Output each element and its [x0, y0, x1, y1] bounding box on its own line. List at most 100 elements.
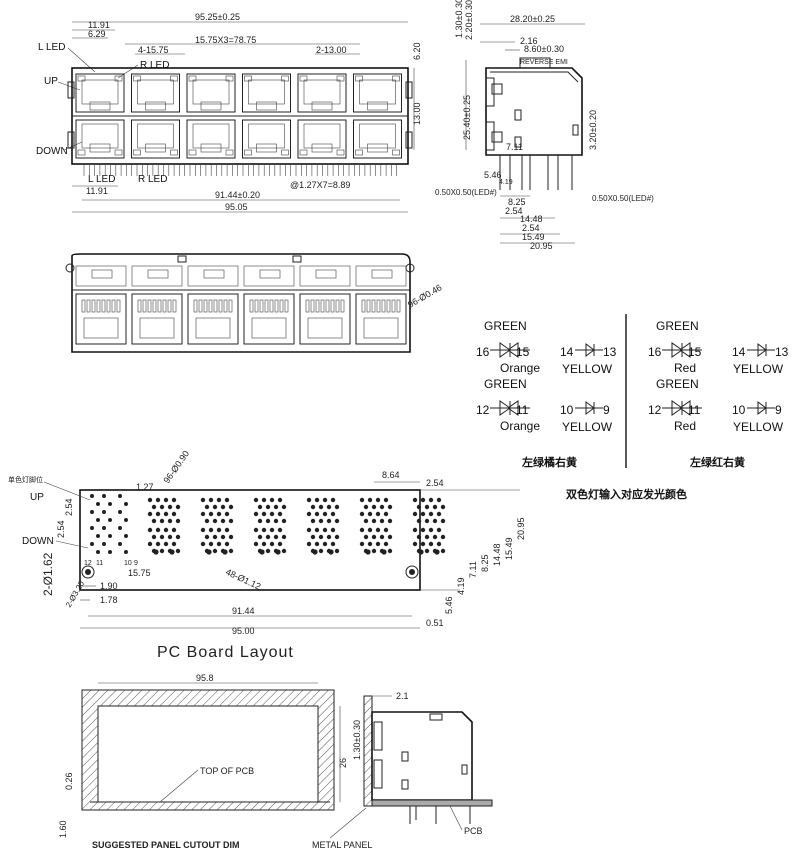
pcb-hole — [200, 497, 206, 503]
pcb-hole — [281, 518, 287, 524]
led-window — [355, 149, 363, 156]
dim-total-width: 95.25±0.25 — [195, 12, 240, 22]
dim-2-20: 2.20±0.30 — [464, 0, 474, 40]
pcb-hole — [420, 511, 426, 517]
pcb-hole — [371, 548, 377, 554]
side-pins — [499, 155, 573, 190]
back-module — [187, 293, 239, 345]
pcb-hole — [436, 497, 442, 503]
pcb-hole — [365, 549, 371, 555]
pcb-hole — [155, 511, 161, 517]
led-window — [170, 149, 178, 156]
pcb-hole — [151, 518, 157, 524]
pcb-hole — [175, 548, 181, 554]
pcb-hole — [216, 511, 222, 517]
led-left-pin14: 14 — [560, 345, 574, 359]
pcb-hole — [314, 511, 320, 517]
pcb-hole — [310, 534, 316, 540]
pcb-dim-15-49: 15.49 — [504, 537, 514, 560]
pcb-hole — [269, 527, 275, 533]
pcb-hole — [322, 541, 328, 547]
port-inner — [192, 79, 230, 105]
pcb-hole — [379, 534, 385, 540]
led-left-pin12: 12 — [476, 403, 490, 417]
pcb-hole — [306, 527, 312, 533]
pcb-hole — [418, 549, 424, 555]
led-window — [244, 149, 252, 156]
pcb-led-hole — [118, 510, 122, 514]
back-contact — [152, 299, 157, 313]
pcb-hole — [277, 497, 283, 503]
pcb-dim-2-54a: 2.54 — [64, 498, 74, 516]
pcb-hole — [440, 534, 446, 540]
pcb-dim-2-phi-3-20: 2-Ø3.20 — [64, 579, 87, 609]
back-contact — [213, 299, 218, 313]
rj45-port-down — [353, 119, 402, 159]
reverse-emi-label: REVERSE EMI — [520, 59, 568, 66]
pcb-hole — [428, 527, 434, 533]
panel-title: SUGGESTED PANEL CUTOUT DIM — [92, 840, 240, 850]
led-right-pin11: 11 — [688, 403, 701, 417]
dim-led-right: 0.50X0.50(LED#) — [592, 194, 654, 203]
pcb-hole — [261, 497, 267, 503]
back-module — [299, 293, 351, 345]
pcb-dim-5-46: 5.46 — [444, 596, 454, 614]
led-left-caption: 左绿橘右黄 — [521, 455, 577, 469]
pcb-led-hole — [90, 494, 94, 498]
pcb-hole — [159, 534, 165, 540]
pcb-hole — [212, 534, 218, 540]
pcb-hole — [322, 497, 328, 503]
led-window — [77, 149, 86, 156]
pcb-hole — [383, 497, 389, 503]
pcb-hole — [257, 534, 263, 540]
led-right-pin13: 13 — [775, 345, 789, 359]
label-l-led-bottom: L LED — [88, 174, 115, 185]
pcb-hole — [322, 527, 328, 533]
pcb-hole — [326, 518, 332, 524]
back-contact — [137, 299, 142, 313]
pcb-hole — [216, 497, 222, 503]
pcb-hole — [420, 497, 426, 503]
port-row-up — [75, 73, 402, 113]
pcb-hole — [220, 534, 226, 540]
pcb-hole — [436, 541, 442, 547]
dim-6-29: 6.29 — [88, 29, 106, 39]
back-module-window — [147, 269, 169, 279]
led-left-yellow-1: YELLOW — [562, 362, 613, 376]
pcb-hole — [163, 497, 169, 503]
pcb-dim-0-51: 0.51 — [426, 618, 444, 628]
pcb-hole — [257, 504, 263, 510]
dim-28-20: 28.20±0.25 — [510, 14, 555, 24]
pcb-led-hole — [108, 534, 112, 538]
pcb-hole — [306, 511, 312, 517]
back-contact — [96, 299, 101, 313]
led-window — [170, 75, 178, 82]
pcb-hole — [367, 511, 373, 517]
back-module-top — [187, 265, 239, 287]
pcb-hole — [330, 497, 336, 503]
back-contact — [264, 299, 269, 313]
panel-dim-2-1: 2.1 — [396, 691, 409, 701]
back-contact — [106, 299, 111, 313]
pcb-hole — [224, 541, 230, 547]
back-contact — [218, 299, 223, 313]
led-left-orange-2: Orange — [500, 419, 540, 433]
dim-2-54b: 2.54 — [522, 223, 540, 233]
led-window — [299, 149, 308, 156]
back-contact — [172, 299, 177, 313]
pcb-hole — [208, 497, 214, 503]
pcb-hole — [326, 534, 332, 540]
port-latch — [367, 101, 388, 111]
dim-6-20: 6.20 — [412, 42, 422, 60]
pcb-hole — [259, 549, 265, 555]
led-left-green-1: GREEN — [484, 319, 527, 333]
pcb-hole — [200, 527, 206, 533]
pcb-hole — [367, 497, 373, 503]
back-module-top — [131, 265, 183, 287]
pcb-hole — [277, 511, 283, 517]
pcb-hole — [167, 504, 173, 510]
led-right-red-1: Red — [674, 361, 696, 375]
panel-dim-95-8: 95.8 — [196, 673, 214, 683]
led-window — [392, 75, 400, 82]
pcb-hole — [253, 541, 259, 547]
